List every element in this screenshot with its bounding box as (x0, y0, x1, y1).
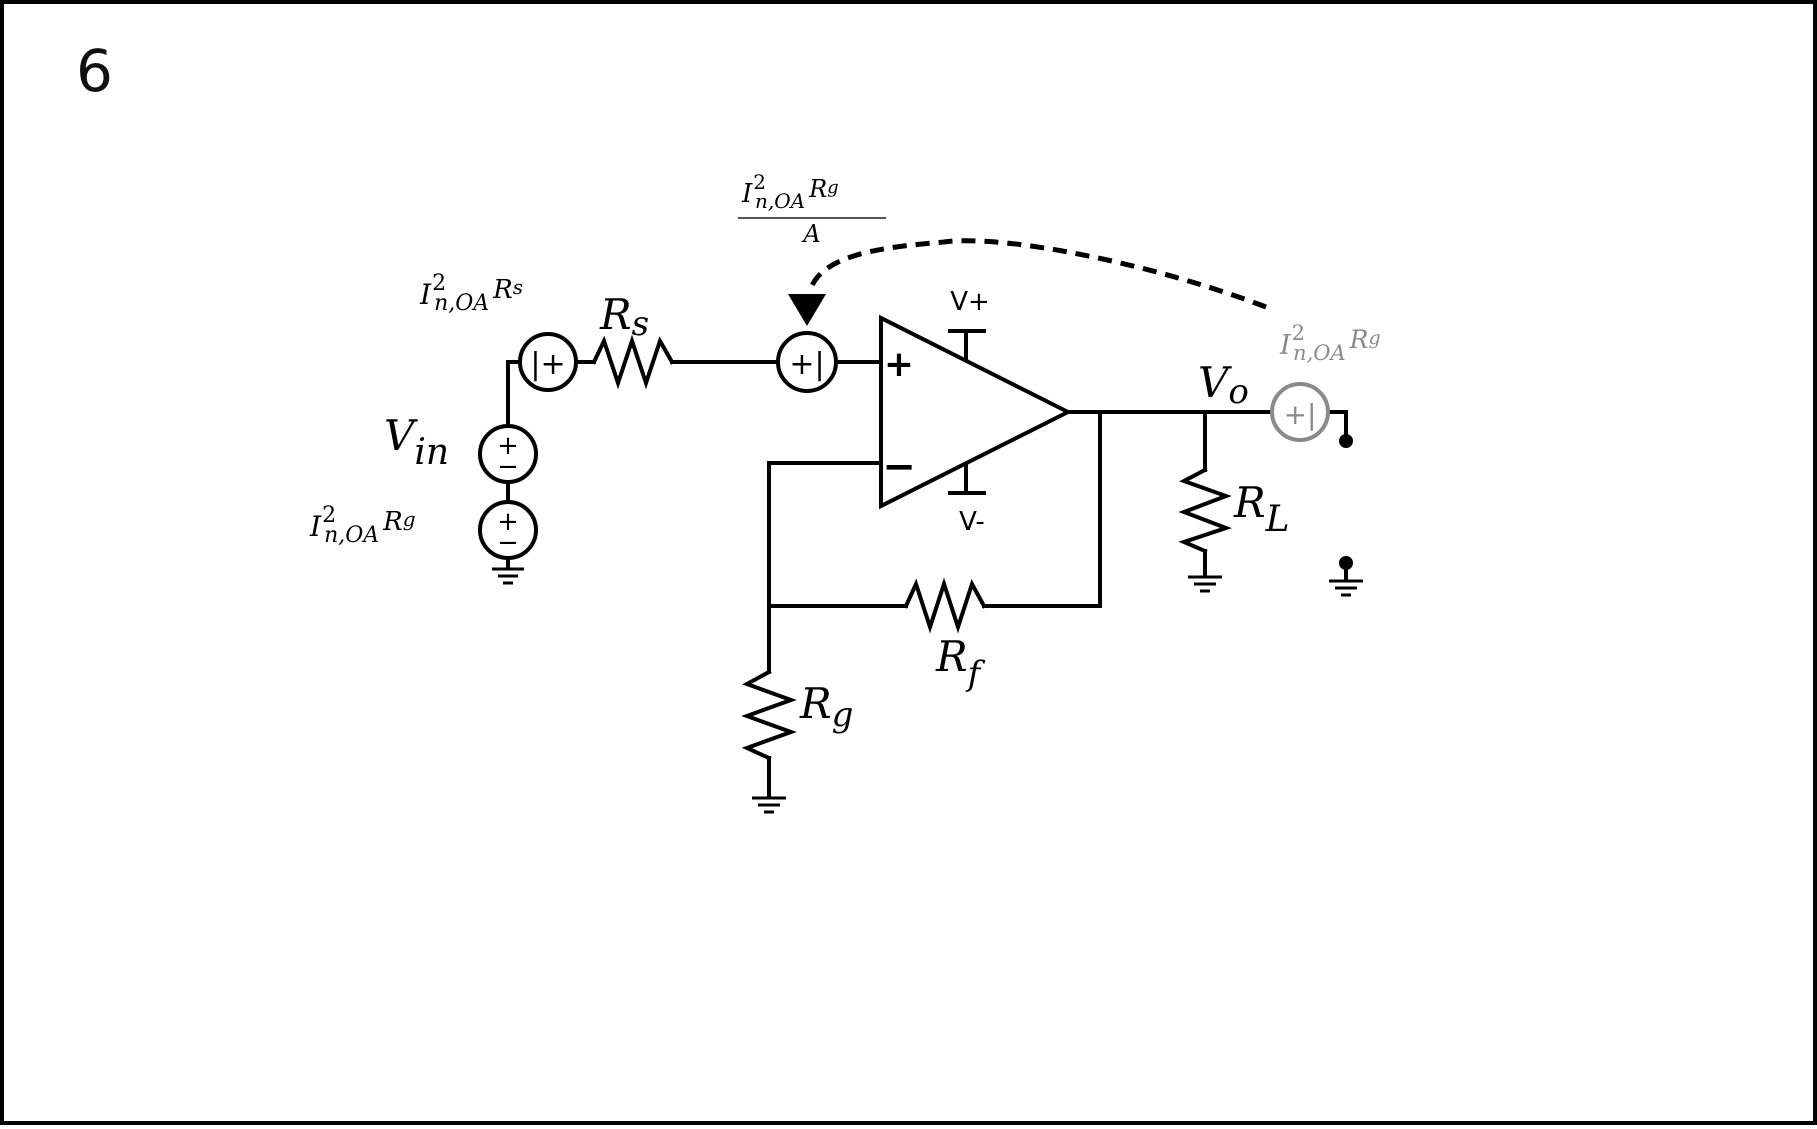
terminal-dot-ground (1339, 556, 1353, 570)
noise-source-output-gray: +| (1270, 382, 1330, 442)
svg-text:+: + (497, 507, 519, 537)
noise-source-rg-input: + − (478, 500, 538, 560)
svg-text:+|: +| (1284, 398, 1317, 431)
label-vin: Vin (384, 411, 449, 473)
label-rf: Rf (935, 632, 986, 694)
noise-source-rs: |+ (518, 332, 578, 392)
svg-text:+: + (497, 431, 519, 461)
terminal-dot-output (1339, 434, 1353, 448)
op-amp-plus-sign: + (884, 344, 914, 385)
op-amp: + − V+ V- (879, 287, 1073, 537)
ground-symbol-input (492, 567, 524, 585)
wire-vin-to-rs-source (506, 360, 522, 427)
slide-number: 6 (76, 37, 113, 105)
vin-source: + − (478, 424, 538, 484)
resistor-rl (1178, 467, 1232, 554)
label-vo: Vo (1198, 358, 1249, 412)
circuit-diagram: |+ + − + − +| + − V+ (309, 170, 1381, 814)
svg-text:A: A (801, 220, 820, 248)
vminus-label: V- (959, 507, 985, 537)
ground-symbol-rl (1188, 575, 1222, 593)
svg-text:−: − (497, 452, 519, 482)
label-rg: Rg (799, 679, 853, 735)
referral-arrow (788, 238, 1267, 326)
wire-inverting-to-rf (767, 461, 908, 608)
dashed-curve (808, 238, 1267, 310)
resistor-rs (591, 334, 675, 390)
ground-symbol-terminal (1329, 579, 1363, 597)
svg-text:−: − (497, 528, 519, 558)
wire-rf-to-output (982, 410, 1102, 608)
feedback-wiring (741, 410, 1102, 799)
noise-source-fraction: +| (776, 331, 838, 393)
svg-text:+|: +| (789, 347, 824, 382)
op-amp-minus-sign: − (882, 444, 916, 490)
svg-text:|+: |+ (530, 347, 565, 382)
label-rs: Rs (599, 290, 649, 344)
arrowhead-icon (788, 294, 826, 326)
ground-symbol-rg (752, 796, 786, 814)
vplus-label: V+ (950, 287, 990, 317)
op-amp-triangle (879, 314, 1073, 510)
resistor-rg (741, 669, 797, 761)
label-rl: RL (1233, 478, 1290, 540)
output-wiring (1066, 410, 1353, 582)
input-wiring (506, 334, 882, 570)
resistor-rf (903, 577, 987, 634)
wire-gray-source-to-terminal (1325, 410, 1348, 440)
